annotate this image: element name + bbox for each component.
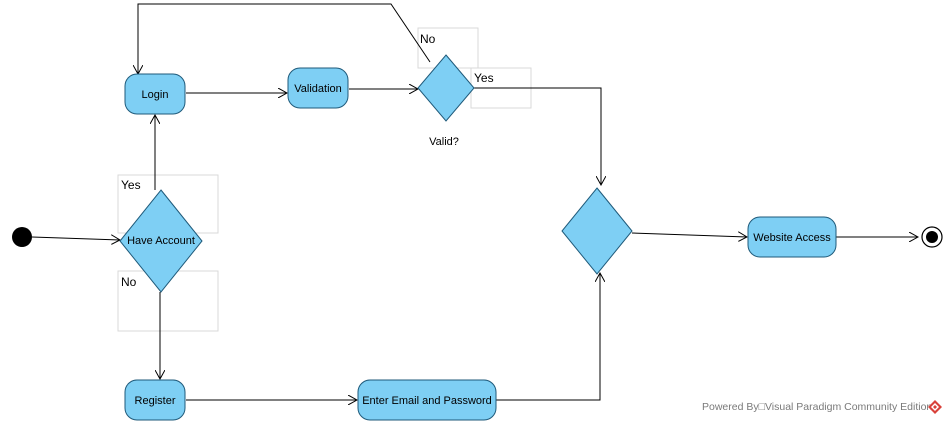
login-label: Login	[142, 89, 169, 101]
edge-merge-to-website-access	[631, 233, 747, 237]
website-access-label: Website Access	[753, 232, 831, 244]
final-node[interactable]	[921, 226, 943, 248]
register-action[interactable]: Register	[124, 379, 186, 421]
edge-valid-yes-to-merge	[474, 87, 601, 185]
have-account-label: Have Account	[127, 235, 195, 247]
enter-email-action[interactable]: Enter Email and Password	[357, 379, 497, 421]
validation-label: Validation	[294, 83, 342, 95]
powered-by-footer: Powered By□Visual Paradigm Community Edi…	[702, 401, 933, 413]
merge-node[interactable]	[561, 187, 633, 275]
valid-decision[interactable]	[417, 54, 475, 122]
edge-start-to-have-account	[31, 237, 120, 240]
website-access-action[interactable]: Website Access	[747, 216, 837, 258]
validation-action[interactable]: Validation	[287, 67, 349, 109]
valid-decision-label: Valid?	[429, 136, 459, 148]
visual-paradigm-logo-icon	[928, 400, 942, 414]
guard-yes-valid: Yes	[474, 71, 494, 85]
edge-enter-email-to-merge	[496, 273, 600, 401]
initial-node[interactable]	[12, 227, 32, 247]
have-account-decision[interactable]: Have Account	[119, 189, 203, 293]
login-action[interactable]: Login	[124, 73, 186, 115]
register-label: Register	[135, 395, 176, 407]
guard-no-valid: No	[420, 32, 436, 46]
guard-yes-have-account: Yes	[121, 178, 141, 192]
enter-email-label: Enter Email and Password	[362, 395, 492, 407]
edge-valid-no-to-login	[138, 3, 431, 74]
guard-no-have-account: No	[121, 275, 137, 289]
